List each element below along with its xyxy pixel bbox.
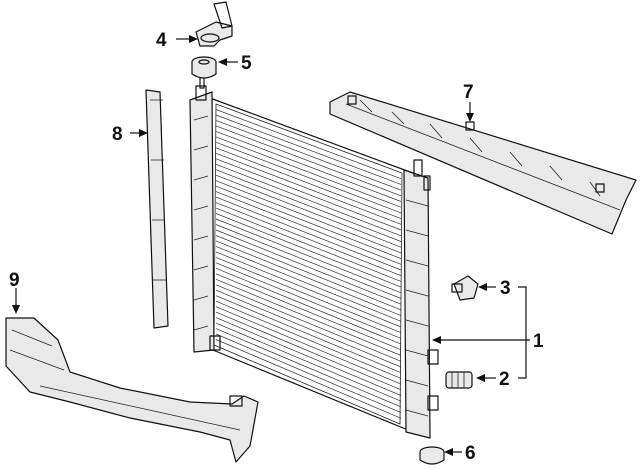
radiator-fins — [215, 109, 402, 419]
upper-air-baffle — [329, 91, 637, 235]
radiator-fin — [215, 207, 402, 282]
callout-7: 7 — [463, 82, 474, 103]
radiator-fin — [215, 147, 402, 219]
radiator-fin — [215, 213, 402, 288]
radiator-fin — [215, 246, 402, 322]
upper-bracket — [195, 1, 233, 47]
radiator — [189, 75, 439, 439]
radiator-fin — [215, 262, 402, 339]
radiator-fin — [215, 202, 402, 277]
radiator-fin — [215, 295, 402, 374]
radiator-fin — [215, 163, 402, 237]
radiator-fin — [215, 240, 402, 316]
sensor — [451, 275, 479, 301]
callout-6: 6 — [465, 443, 476, 464]
callout-1: 1 — [533, 331, 544, 352]
radiator-fin — [215, 322, 402, 402]
callout-9: 9 — [9, 270, 20, 291]
radiator-fin — [215, 120, 402, 191]
radiator-fin — [215, 180, 402, 254]
callout-2: 2 — [499, 369, 510, 390]
callout-3: 3 — [500, 278, 511, 299]
radiator-fin — [215, 306, 402, 385]
radiator-fin — [215, 169, 402, 242]
radiator-fin — [215, 251, 402, 328]
radiator-fin — [215, 141, 402, 214]
radiator-fin — [215, 229, 402, 305]
drain-plug — [445, 371, 473, 389]
radiator-fin — [215, 235, 402, 311]
radiator-fin — [215, 174, 402, 248]
radiator-fin — [215, 257, 402, 334]
radiator-fin — [215, 136, 402, 208]
radiator-fin — [215, 185, 402, 259]
radiator-fin — [215, 109, 402, 180]
callout-leaders — [12, 35, 530, 456]
radiator-fin — [215, 196, 402, 271]
radiator-fin — [215, 284, 402, 362]
callout-labels: 4 5 7 8 9 3 1 2 6 — [9, 30, 544, 464]
radiator-fin — [215, 278, 402, 356]
callout-4: 4 — [156, 30, 167, 51]
radiator-fin — [215, 131, 402, 202]
lower-air-deflector — [5, 317, 259, 463]
radiator-fin — [215, 273, 402, 351]
upper-insulator — [191, 56, 217, 79]
radiator-fin — [215, 289, 402, 368]
radiator-fin — [215, 300, 402, 379]
radiator-fin — [215, 218, 402, 294]
radiator-fin — [215, 114, 402, 185]
side-seal — [145, 89, 169, 329]
radiator-fin — [215, 311, 402, 391]
radiator-fin — [215, 328, 402, 408]
lower-insulator — [419, 446, 445, 465]
callout-8: 8 — [112, 124, 123, 145]
radiator-fin — [215, 191, 402, 265]
radiator-fin — [215, 333, 402, 413]
callout-5: 5 — [241, 53, 252, 74]
radiator-fin — [215, 339, 402, 419]
radiator-fin — [215, 267, 402, 345]
radiator-fin — [215, 224, 402, 299]
radiator-fin — [215, 317, 402, 396]
radiator-fin — [215, 152, 402, 225]
radiator-fin — [215, 125, 402, 197]
radiator-fin — [215, 158, 402, 231]
